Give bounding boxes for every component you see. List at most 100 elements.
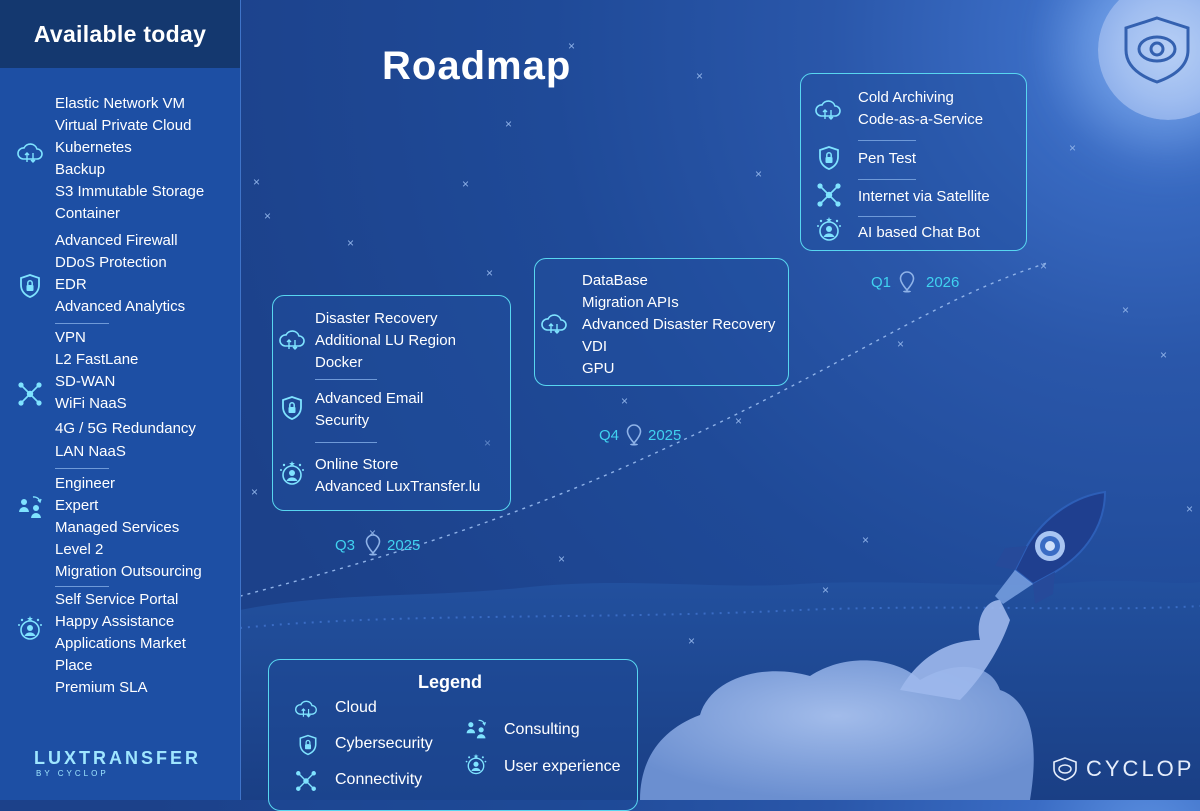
year-label: 2025: [387, 537, 421, 554]
cloud-icon: [294, 697, 318, 721]
card-divider: [315, 442, 377, 443]
legend: Legend Cloud Cybersecurity Connectivity …: [268, 659, 638, 811]
card-divider: [858, 216, 916, 217]
brand-name: LUXTRANSFER: [34, 748, 201, 768]
user-experience-icon: [815, 216, 843, 244]
cyclop-logo-icon: [1053, 757, 1077, 781]
brand-subtitle: BY CYCLOP: [36, 769, 109, 778]
roadmap-item: Migration APIs: [582, 294, 679, 311]
list-item: EDR: [55, 276, 87, 293]
rocket-illustration: [995, 490, 1107, 604]
list-item: SD-WAN: [55, 373, 116, 390]
roadmap-item: Disaster Recovery: [315, 310, 438, 327]
list-item: 4G / 5G Redundancy: [55, 420, 196, 437]
legend-consulting-label: Consulting: [504, 721, 580, 738]
list-item: S3 Immutable Storage: [55, 183, 205, 200]
roadmap-item: Cold Archiving: [858, 89, 954, 106]
list-item: Level 2: [55, 541, 104, 558]
milestone-card-q4-2025: DataBase Migration APIs Advanced Disaste…: [534, 258, 789, 386]
page-title: Roadmap: [382, 44, 572, 88]
shield-icon: [815, 144, 843, 172]
list-item: VPN: [55, 329, 86, 346]
network-icon: [16, 380, 44, 408]
list-item: LAN NaaS: [55, 443, 126, 460]
list-item: Migration Outsourcing: [55, 563, 202, 580]
list-item: L2 FastLane: [55, 351, 139, 368]
network-icon: [294, 769, 318, 793]
quarter-label: Q3: [335, 537, 356, 554]
card-divider: [858, 179, 916, 180]
cloud-icon: [814, 96, 842, 124]
list-item: Elastic Network VM: [55, 95, 186, 112]
cyclop-logo: CYCLOP: [1052, 756, 1194, 782]
roadmap-item: Additional LU Region: [315, 332, 456, 349]
list-item: Advanced Firewall: [55, 232, 178, 249]
legend-cloud-label: Cloud: [335, 699, 377, 716]
network-icon: [815, 181, 843, 209]
milestone-card-q1-2026: Cold Archiving Code-as-a-Service Pen Tes…: [800, 73, 1027, 251]
quarter-label: Q4: [599, 427, 620, 444]
legend-title: Legend: [417, 672, 482, 692]
cloud-icon: [540, 310, 568, 338]
list-item: Engineer: [55, 475, 116, 492]
cyclop-shield-icon: [1124, 16, 1190, 84]
roadmap-item: Docker: [315, 354, 363, 371]
list-item: Container: [55, 205, 121, 222]
legend-connectivity-label: Connectivity: [335, 771, 423, 788]
group-divider: [55, 323, 109, 324]
shield-icon: [296, 733, 320, 757]
roadmap-item: VDI: [582, 338, 608, 355]
card-divider: [315, 379, 377, 380]
roadmap-item: Online Store: [315, 456, 399, 473]
roadmap-item: DataBase: [582, 272, 648, 289]
list-item: DDoS Protection: [55, 254, 167, 271]
roadmap-item: Advanced Email: [315, 390, 424, 407]
roadmap-item: GPU: [582, 360, 615, 377]
year-label: 2025: [648, 427, 682, 444]
roadmap-item: Pen Test: [858, 150, 917, 167]
list-item: Self Service Portal: [55, 591, 179, 608]
user-experience-icon: [278, 460, 306, 488]
legend-user-experience-label: User experience: [504, 758, 621, 775]
user-experience-icon: [16, 615, 44, 643]
roadmap-item: AI based Chat Bot: [858, 224, 980, 241]
list-item: Expert: [55, 497, 99, 514]
consulting-icon: [464, 717, 488, 741]
luxtransfer-logo: LUXTRANSFER BY CYCLOP: [34, 748, 201, 778]
list-item: Managed Services: [55, 519, 180, 536]
roadmap-item: Code-as-a-Service: [858, 111, 984, 128]
list-item: WiFi NaaS: [55, 395, 127, 412]
list-item: Happy Assistance: [55, 613, 175, 630]
roadmap-item: Advanced LuxTransfer.lu: [315, 478, 481, 495]
user-experience-icon: [464, 753, 488, 777]
roadmap-item: Internet via Satellite: [858, 188, 990, 205]
list-item: Advanced Analytics: [55, 298, 186, 315]
list-item: Virtual Private Cloud: [55, 117, 192, 134]
shield-icon: [278, 394, 306, 422]
card-divider: [858, 140, 916, 141]
group-divider: [55, 586, 109, 587]
cloud-icon: [16, 139, 44, 167]
list-item: Premium SLA: [55, 679, 148, 696]
consulting-icon: [16, 493, 44, 521]
map-pin-icon: [626, 424, 642, 446]
sidebar-title: Available today: [33, 20, 207, 47]
shield-icon: [16, 272, 44, 300]
list-item: Kubernetes: [55, 139, 132, 156]
list-item: Place: [55, 657, 93, 674]
list-item: Applications Market: [55, 635, 186, 652]
group-divider: [55, 468, 109, 469]
roadmap-item: Security: [315, 412, 370, 429]
map-pin-icon: [365, 534, 381, 556]
map-pin-icon: [899, 271, 915, 293]
cyclop-brand-name: CYCLOP: [1086, 756, 1195, 781]
quarter-label: Q1: [871, 274, 892, 291]
list-item: Backup: [55, 161, 106, 178]
year-label: 2026: [926, 274, 960, 291]
sidebar-header: Available today: [0, 0, 240, 68]
cloud-icon: [278, 326, 306, 354]
milestone-card-q3-2025: Disaster Recovery Additional LU Region D…: [272, 295, 511, 511]
roadmap-item: Advanced Disaster Recovery: [582, 316, 776, 333]
available-today-sidebar: Available today Elastic Network VM Virtu…: [0, 0, 241, 800]
legend-cybersecurity-label: Cybersecurity: [335, 735, 433, 752]
